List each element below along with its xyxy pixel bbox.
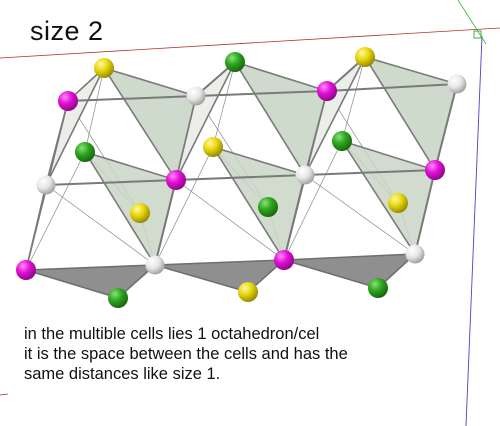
axis-red — [0, 27, 500, 59]
atom-green — [108, 288, 128, 308]
diagram-title: size 2 — [30, 16, 104, 46]
caption-line: in the multible cells lies 1 octahedron/… — [24, 325, 320, 343]
thick-edges — [45, 56, 458, 266]
caption-block: in the multible cells lies 1 octahedron/… — [24, 324, 444, 384]
atom-yellow — [238, 282, 258, 302]
atom-green — [332, 131, 352, 151]
face-dark — [25, 264, 156, 299]
atom-yellow — [94, 58, 114, 78]
atom-magenta — [16, 260, 36, 280]
atom-white — [145, 255, 165, 275]
face-dark — [154, 259, 285, 293]
caption-line: same distances like size 1. — [24, 365, 221, 383]
atom-magenta — [166, 170, 186, 190]
atom-magenta — [425, 160, 445, 180]
atom-green — [258, 197, 278, 217]
face-dark — [283, 253, 416, 289]
caption-line: it is the space between the cells and ha… — [24, 345, 348, 363]
atom-yellow — [130, 203, 150, 223]
atom-green — [75, 142, 95, 162]
atom-yellow — [388, 193, 408, 213]
atom-yellow — [355, 47, 375, 67]
atom-green — [225, 52, 245, 72]
atom-white — [405, 244, 425, 264]
face-green — [341, 140, 436, 255]
atom-white — [447, 74, 467, 94]
atoms — [16, 47, 467, 308]
atom-yellow — [203, 137, 223, 157]
face-green — [234, 61, 328, 176]
axis-blue — [465, 35, 483, 426]
atom-green — [368, 278, 388, 298]
axis-green — [457, 0, 487, 45]
atom-white — [36, 175, 56, 195]
face-green — [84, 151, 177, 266]
atom-magenta — [58, 91, 78, 111]
atom-white — [186, 86, 206, 106]
axis-red-stub — [0, 393, 9, 396]
atom-magenta — [317, 81, 337, 101]
atom-white — [295, 165, 315, 185]
atom-magenta — [274, 250, 294, 270]
viewport-axis-marker-icon — [473, 30, 482, 39]
